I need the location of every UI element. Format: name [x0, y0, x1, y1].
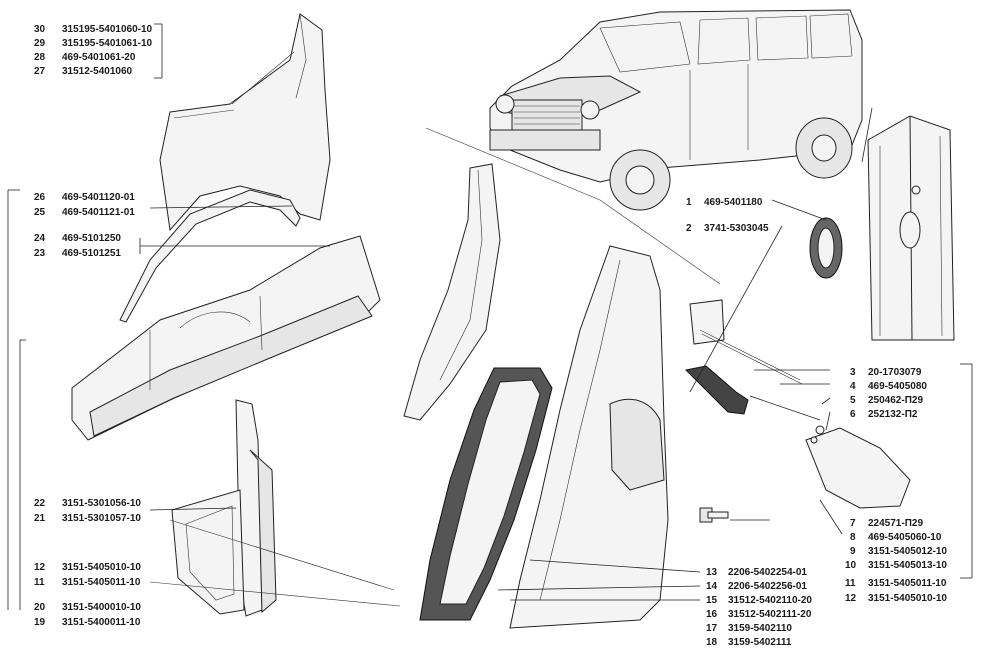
label-code: 3151-5405011-10 [62, 577, 141, 588]
label-num: 16 [706, 609, 718, 620]
lock-mechanism-parts [684, 299, 911, 509]
label-num: 20 [34, 602, 46, 613]
label-num: 26 [34, 192, 46, 203]
label-num: 21 [34, 513, 46, 524]
label-code: 3159-5402110 [728, 623, 792, 634]
label-code: 315195-5401060-10 [62, 24, 153, 35]
grommet [809, 217, 843, 279]
label-num: 4 [850, 381, 856, 392]
label-code: 252132-П2 [868, 409, 918, 420]
label-code: 31512-5402110-20 [728, 595, 812, 606]
center-pillar [403, 163, 501, 421]
part-labels: 30 315195-5401060-10 29 315195-5401061-1… [34, 24, 947, 648]
label-code: 3151-5405010-10 [868, 593, 947, 604]
label-num: 13 [706, 567, 718, 578]
label-num: 2 [686, 223, 692, 234]
label-code: 469-5405060-10 [868, 532, 942, 543]
label-num: 27 [34, 66, 46, 77]
leader-lines [7, 23, 973, 610]
label-code: 2206-5402256-01 [728, 581, 807, 592]
label-num: 7 [850, 518, 856, 529]
label-num: 8 [850, 532, 856, 543]
vehicle-illustration [489, 9, 863, 211]
label-code: 315195-5401061-10 [62, 38, 153, 49]
label-num: 12 [34, 562, 46, 573]
label-code: 469-5405080 [868, 381, 927, 392]
label-num: 24 [34, 233, 46, 244]
label-code: 469-5101251 [62, 248, 121, 259]
label-code: 3151-5400010-10 [62, 602, 141, 613]
label-num: 3 [850, 367, 856, 378]
label-code: 3151-5301057-10 [62, 513, 141, 524]
step-sill [71, 235, 381, 441]
label-code: 224571-П29 [868, 518, 923, 529]
bolt [699, 507, 729, 523]
label-num: 12 [845, 593, 857, 604]
label-code: 3151-5405011-10 [868, 578, 947, 589]
label-num: 10 [845, 560, 857, 571]
label-num: 15 [706, 595, 718, 606]
wheel-arch-strip [119, 189, 301, 323]
label-code: 2206-5402254-01 [728, 567, 807, 578]
label-num: 22 [34, 498, 46, 509]
label-code: 469-5101250 [62, 233, 121, 244]
label-num: 25 [34, 207, 46, 218]
label-code: 3151-5400011-10 [62, 617, 141, 628]
label-code: 3151-5405012-10 [868, 546, 947, 557]
label-num: 5 [850, 395, 856, 406]
rear-corner-panel [509, 245, 669, 629]
label-code: 469-5401061-20 [62, 52, 136, 63]
label-code: 3151-5405013-10 [868, 560, 947, 571]
label-code: 3151-5301056-10 [62, 498, 141, 509]
label-code: 250462-П29 [868, 395, 923, 406]
label-num: 28 [34, 52, 46, 63]
label-num: 29 [34, 38, 46, 49]
label-code: 469-5401121-01 [62, 207, 135, 218]
label-num: 23 [34, 248, 46, 259]
label-num: 6 [850, 409, 856, 420]
label-num: 19 [34, 617, 46, 628]
label-code: 31512-5402111-20 [728, 609, 812, 620]
label-code: 469-5401120-01 [62, 192, 135, 203]
label-code: 31512-5401060 [62, 66, 133, 77]
right-channel-pillar [867, 115, 955, 341]
label-num: 9 [850, 546, 856, 557]
label-code: 3159-5402111 [728, 637, 792, 648]
label-num: 14 [706, 581, 718, 592]
label-num: 18 [706, 637, 718, 648]
label-num: 1 [686, 197, 692, 208]
label-num: 11 [845, 578, 856, 589]
fender-panel [159, 13, 331, 232]
label-code: 469-5401180 [704, 197, 763, 208]
door-pillar-left [171, 399, 277, 617]
label-code: 3151-5405010-10 [62, 562, 141, 573]
label-code: 20-1703079 [868, 367, 922, 378]
label-num: 11 [34, 577, 45, 588]
label-num: 17 [706, 623, 718, 634]
label-code: 3741-5303045 [704, 223, 769, 234]
seal-panel [419, 367, 553, 621]
label-num: 30 [34, 24, 46, 35]
